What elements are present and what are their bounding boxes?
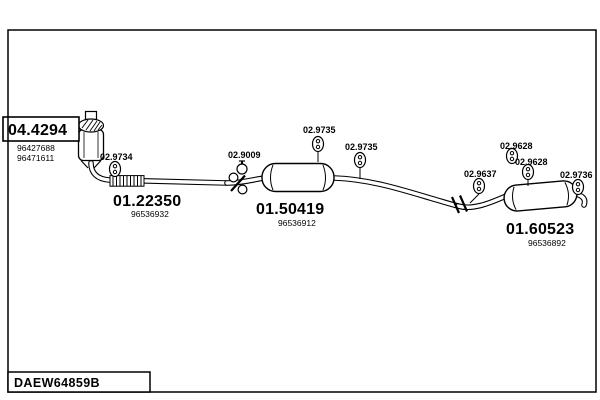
- footer-code-box: [7, 371, 151, 393]
- catalyst-drawing: [77, 110, 105, 169]
- centre-muffler-drawing: [261, 162, 335, 193]
- centre-muffler-part-number: 01.50419: [256, 201, 324, 218]
- centre-muffler-oe-ref: 96536912: [278, 218, 316, 228]
- front-pipe-part-number: 01.22350: [113, 193, 181, 210]
- clamp-icon: [236, 159, 248, 175]
- clamp-front-label: 02.9009: [228, 150, 261, 160]
- hanger-front-label: 02.9734: [100, 152, 133, 162]
- rear-muffler-oe-ref: 96536892: [528, 238, 566, 248]
- rear-joint-drawing: [450, 195, 469, 214]
- hanger-rear-a-label: 02.9628: [500, 141, 533, 151]
- flex-pipe-drawing: [109, 175, 145, 187]
- hanger-mid-a-label: 02.9735: [303, 125, 336, 135]
- catalyst-part-number-box: [2, 116, 80, 142]
- rubber-hanger-icon: [353, 151, 367, 169]
- hanger-tail-label: 02.9736: [560, 170, 593, 180]
- front-pipe-oe-ref: 96536932: [131, 209, 169, 219]
- front-pipe-drawing: [88, 160, 267, 186]
- catalyst-oe-ref-2: 96471611: [17, 153, 54, 163]
- footer-code: DAEW64859B: [14, 376, 100, 390]
- catalyst-part-number: 04.4294: [8, 122, 67, 139]
- rear-muffler-drawing: [503, 180, 578, 212]
- rubber-hanger-icon: [472, 177, 486, 195]
- rubber-hanger-icon: [108, 160, 122, 178]
- hanger-connector-lines: [317, 152, 529, 204]
- hanger-mid-b-label: 02.9735: [345, 142, 378, 152]
- catalyst-oe-ref-1: 96427688: [17, 143, 55, 153]
- rear-muffler-part-number: 01.60523: [506, 221, 574, 238]
- flange-joint-drawing: [228, 172, 248, 195]
- rubber-hanger-icon: [311, 135, 325, 153]
- hanger-rear-b-label: 02.9628: [515, 157, 548, 167]
- bracket-rear-joint-label: 02.9637: [464, 169, 497, 179]
- rubber-hanger-icon: [571, 178, 585, 196]
- diagram-frame: [7, 29, 597, 393]
- rear-pipe-drawing: [331, 175, 509, 211]
